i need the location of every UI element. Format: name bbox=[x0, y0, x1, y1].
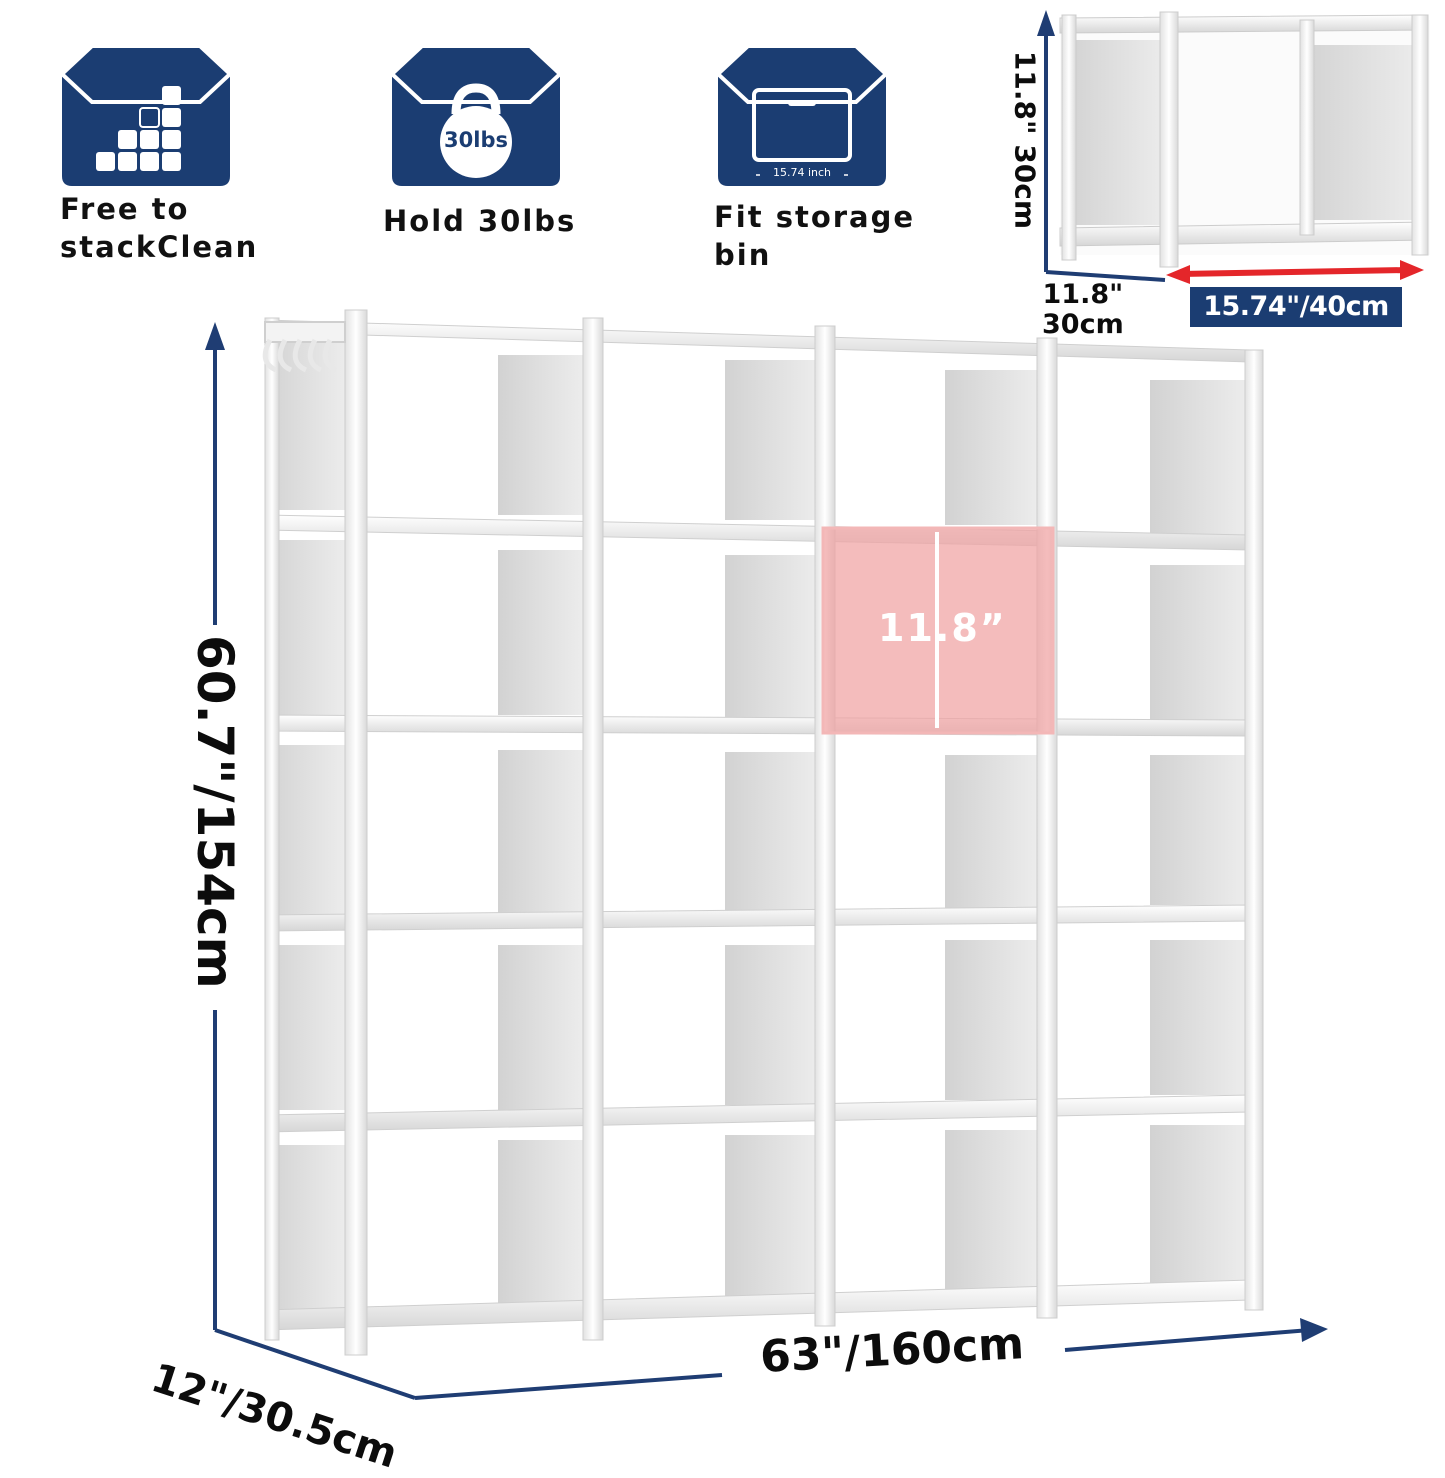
storage-bin-icon bbox=[716, 44, 888, 186]
weight-feature: 30lbs bbox=[390, 44, 562, 186]
bin-feature: 15.74 inch bbox=[716, 44, 888, 186]
stack-label-line1: Free to bbox=[60, 192, 190, 226]
base-arrows bbox=[214, 1318, 1328, 1400]
detail-height-label: 11.8" 30cm bbox=[1008, 50, 1042, 230]
bin-width-text: 15.74 inch bbox=[760, 166, 844, 179]
kettlebell-weight-text: 30lbs bbox=[444, 128, 508, 152]
height-arrow bbox=[205, 322, 225, 1330]
detail-arrows bbox=[1037, 10, 1424, 284]
bin-label-line1: Fit storage bbox=[714, 200, 916, 234]
detail-depth-line2: 30cm bbox=[1042, 309, 1124, 340]
cube-back-panels bbox=[498, 355, 1245, 1310]
bin-label-line2: bin bbox=[714, 238, 772, 272]
detail-depth-label: 11.8" 30cm bbox=[1042, 280, 1124, 340]
detail-width-badge: 15.74"/40cm bbox=[1190, 287, 1402, 327]
kettlebell-icon bbox=[390, 44, 562, 186]
stack-label-line2: stackClean bbox=[60, 230, 259, 264]
storage-shelf-illustration bbox=[205, 10, 1430, 1400]
detail-cube bbox=[1059, 11, 1430, 268]
height-dimension-label: 60.7"/154cm bbox=[186, 635, 244, 989]
stack-cubes-icon bbox=[60, 44, 232, 186]
side-hooks bbox=[262, 321, 346, 373]
bin-feature-label: Fit storage bin bbox=[714, 198, 915, 274]
stack-feature bbox=[60, 44, 232, 186]
cube-size-label: 11.8” bbox=[878, 606, 1007, 650]
stack-feature-label: Free to stackClean bbox=[60, 190, 258, 266]
highlighted-cube bbox=[821, 526, 1055, 735]
weight-feature-label: Hold 30lbs bbox=[383, 204, 577, 238]
detail-depth-line1: 11.8" bbox=[1042, 279, 1124, 310]
